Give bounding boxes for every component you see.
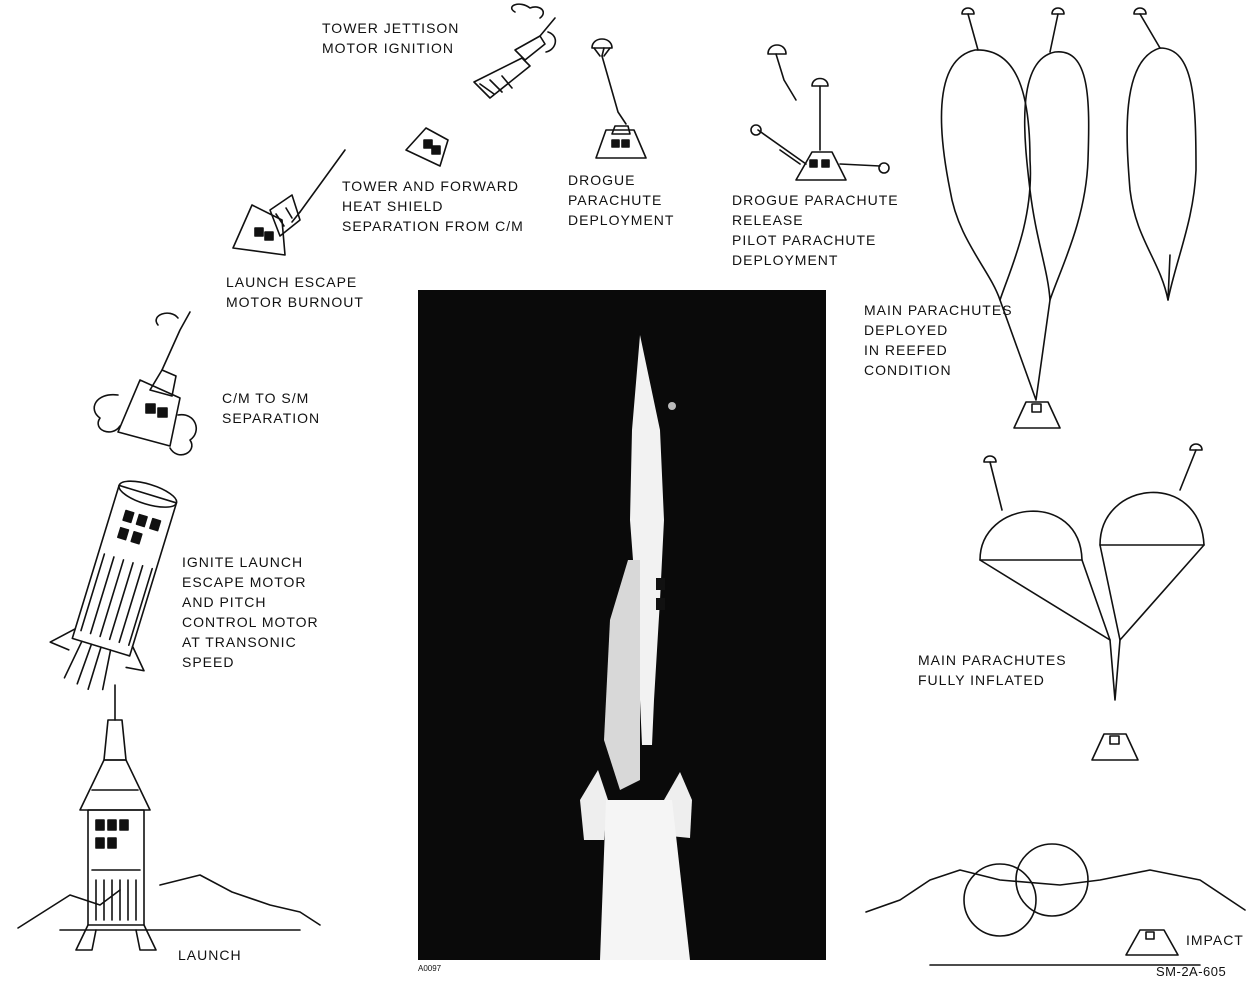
launch-photograph [418, 290, 826, 960]
launch-vehicle-icon [18, 685, 320, 950]
label-impact: IMPACT [1186, 930, 1244, 950]
ignite-escape-motor-icon [40, 470, 196, 703]
pilot-parachute-icon [751, 45, 889, 180]
cm-sm-separation-icon [94, 312, 196, 455]
escape-burnout-icon [233, 150, 345, 255]
main-inflated-icon [980, 444, 1204, 760]
drogue-deployment-icon [592, 39, 646, 158]
forward-heat-shield-icon [406, 128, 448, 166]
photo-id: A0097 [418, 964, 441, 974]
label-launch: LAUNCH [178, 945, 242, 965]
figure-code: SM-2A-605 [1156, 962, 1226, 982]
tower-jettison-icon [474, 4, 555, 98]
